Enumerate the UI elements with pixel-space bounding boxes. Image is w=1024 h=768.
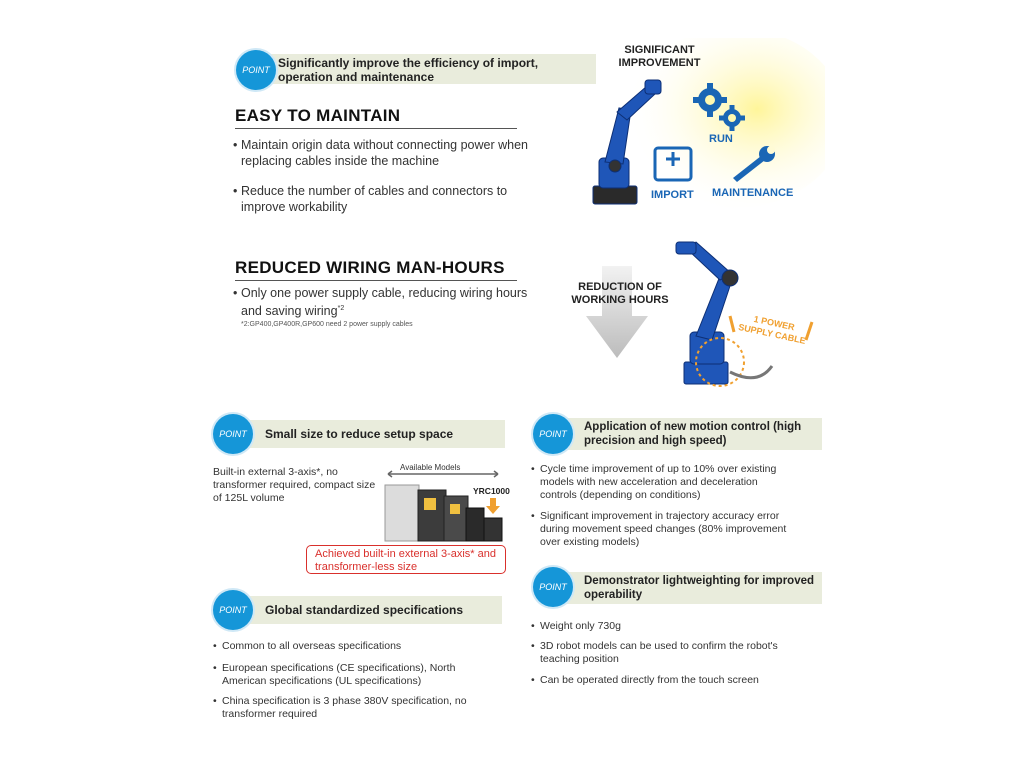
wiring-heading: REDUCED WIRING MAN-HOURS (235, 258, 517, 281)
global-bullet-1: Common to all overseas specifications (213, 640, 482, 653)
pendant-bullet-3: Can be operated directly from the touch … (531, 674, 800, 687)
global-bullet-2: European specifications (CE specificatio… (213, 662, 482, 688)
run-label: RUN (709, 133, 733, 145)
point-bar-motion: Application of new motion control (high … (558, 418, 822, 450)
maintenance-label: MAINTENANCE (712, 187, 794, 199)
gear-icon (693, 83, 745, 131)
global-bullet-3: China specification is 3 phase 380V spec… (213, 695, 482, 721)
point-badge-icon: POINT (533, 567, 573, 607)
down-arrow-icon (586, 266, 648, 358)
pendant-bullet-2: 3D robot models can be used to confirm t… (531, 640, 800, 666)
import-icon (653, 146, 693, 182)
controller-cabinets-image (384, 470, 503, 542)
easy-bullet-2: Reduce the number of cables and connecto… (233, 183, 541, 215)
cable-icon (729, 365, 774, 380)
point-badge-icon: POINT (533, 414, 573, 454)
wrench-icon (733, 146, 775, 182)
robot-arm-icon (675, 241, 739, 385)
point-bar-small-size: Small size to reduce setup space (240, 420, 505, 448)
improvement-title: SIGNIFICANT IMPROVEMENT (618, 44, 701, 69)
motion-bullet-2: Significant improvement in trajectory ac… (531, 510, 795, 549)
point-badge-icon: POINT (213, 590, 253, 630)
point-text-top: Significantly improve the efficiency of … (278, 56, 539, 84)
pendant-bullet-1: Weight only 730g (531, 620, 800, 633)
point-badge-icon: POINT (236, 50, 276, 90)
reduction-illustration (586, 241, 814, 387)
wiring-note: *2:GP400,GP400R,GP600 need 2 power suppl… (241, 321, 413, 328)
point-bar-global: Global standardized specifications (240, 596, 502, 624)
robot-arm-icon (592, 79, 662, 205)
point-bar-top: Significantly improve the efficiency of … (258, 54, 596, 84)
improvement-illustration (592, 38, 825, 208)
wiring-bullet: Only one power supply cable, reducing wi… (233, 285, 541, 319)
easy-bullet-1: Maintain origin data without connecting … (233, 137, 541, 169)
easy-heading: EASY TO MAINTAIN (235, 106, 517, 129)
point-badge-icon: POINT (213, 414, 253, 454)
model-label: YRC1000 (473, 486, 510, 496)
import-label: IMPORT (651, 189, 694, 201)
motion-bullet-1: Cycle time improvement of up to 10% over… (531, 463, 795, 502)
point-bar-pendant: Demonstrator lightweighting for improved… (558, 572, 822, 604)
achieved-box: Achieved built-in external 3-axis* and t… (306, 545, 506, 574)
reduction-title: REDUCTION OF WORKING HOURS (571, 281, 669, 306)
available-models-label: Available Models (400, 463, 461, 472)
small-size-desc: Built-in external 3-axis*, no transforme… (213, 466, 376, 504)
